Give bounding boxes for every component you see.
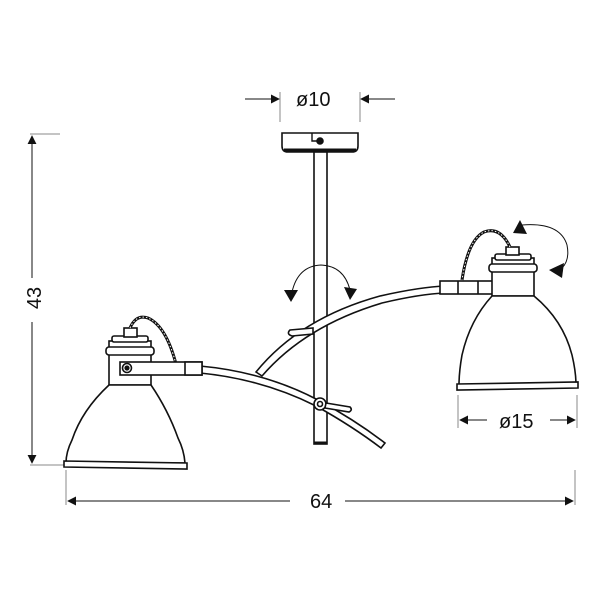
width-dimension <box>65 470 576 506</box>
right-lamp-shade <box>439 229 579 391</box>
width-label: 64 <box>306 492 337 512</box>
left-lamp-shade <box>63 315 203 470</box>
height-dimension <box>27 133 68 466</box>
shade-tilt-arrow-icon <box>513 220 569 278</box>
canopy-diameter-label: ø10 <box>296 89 331 111</box>
ceiling-canopy <box>281 132 359 153</box>
arm-rotation-arrow-icon <box>284 264 357 302</box>
lower-arm <box>199 365 387 450</box>
height-label: 43 <box>24 282 46 314</box>
upper-arm <box>254 285 446 378</box>
shade-diameter-label: ø15 <box>496 412 537 432</box>
shade-diameter-dimension <box>457 395 578 428</box>
canopy-diameter-dimension <box>245 92 395 122</box>
central-rod <box>313 151 328 445</box>
